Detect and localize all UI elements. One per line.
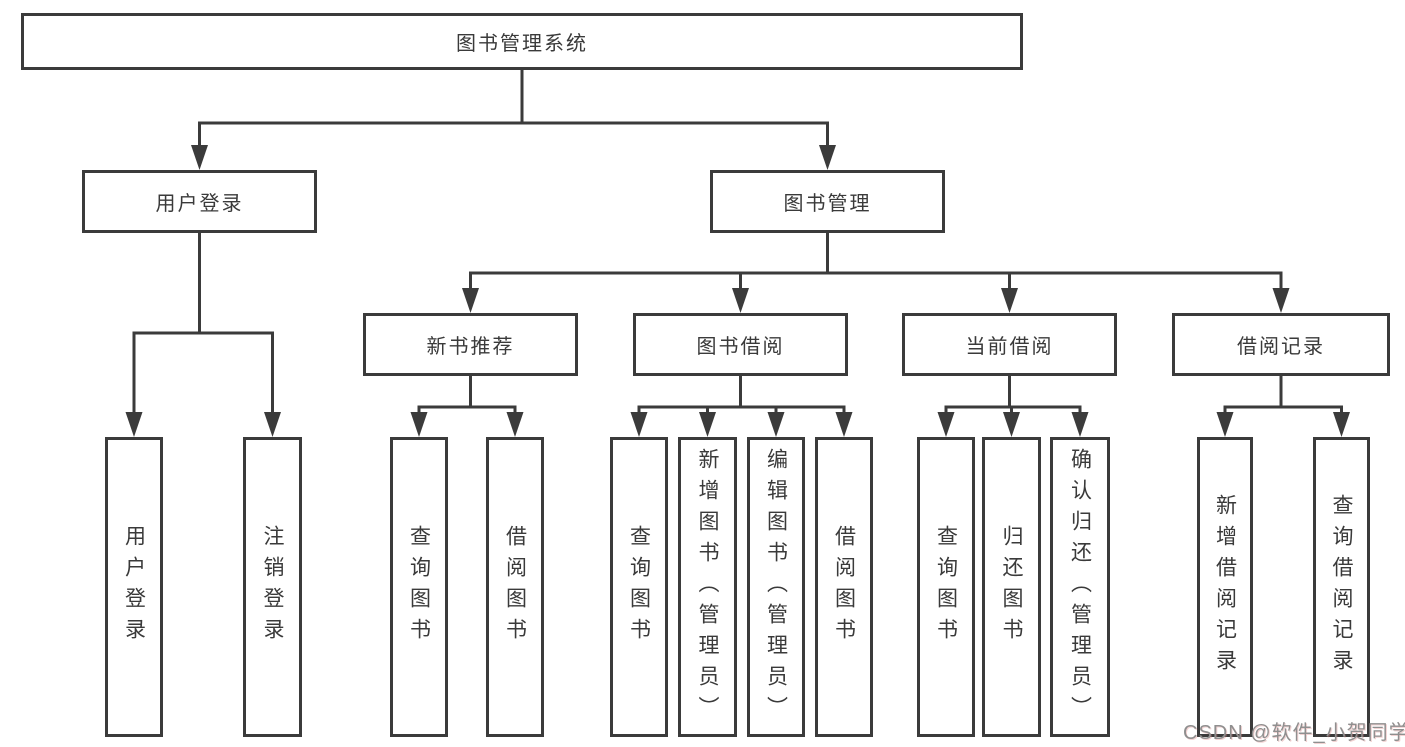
- arrowhead-icon: [767, 412, 785, 437]
- arrowhead-icon: [1272, 288, 1290, 313]
- leaf-add-book-admin: 新增图书（管理员）: [678, 437, 737, 737]
- leaf-add-borrow-record: 新增借阅记录: [1197, 437, 1253, 737]
- leaf-query-book-recommend: 查询图书: [390, 437, 448, 737]
- arrowhead-icon: [506, 412, 524, 437]
- arrowhead-icon: [462, 288, 479, 313]
- leaf-user-login: 用户登录: [105, 437, 163, 737]
- arrowhead-icon: [410, 412, 428, 437]
- node-book-borrow: 图书借阅: [633, 313, 848, 376]
- leaf-query-book-current: 查询图书: [917, 437, 975, 737]
- arrowhead-icon: [732, 288, 749, 313]
- leaf-query-book-borrow: 查询图书: [610, 437, 668, 737]
- leaf-return-book: 归还图书: [982, 437, 1041, 737]
- leaf-confirm-return-admin: 确认归还（管理员）: [1050, 437, 1110, 737]
- csdn-watermark: CSDN @软件_小贺同学: [1183, 722, 1405, 744]
- leaf-borrow-book: 借阅图书: [815, 437, 873, 737]
- leaf-logout: 注销登录: [243, 437, 302, 737]
- arrowhead-icon: [264, 412, 281, 437]
- leaf-query-borrow-record: 查询借阅记录: [1313, 437, 1370, 737]
- arrowhead-icon: [1333, 412, 1350, 437]
- arrowhead-icon: [835, 412, 853, 437]
- arrowhead-icon: [819, 145, 836, 170]
- node-library-management-system: 图书管理系统: [21, 13, 1023, 70]
- arrowhead-icon: [191, 145, 208, 170]
- node-book-management: 图书管理: [710, 170, 945, 233]
- arrowhead-icon: [1001, 288, 1018, 313]
- arrowhead-icon: [1071, 412, 1089, 437]
- node-borrow-records: 借阅记录: [1172, 313, 1390, 376]
- node-user-login: 用户登录: [82, 170, 317, 233]
- node-new-book-recommend: 新书推荐: [363, 313, 578, 376]
- arrowhead-icon: [1216, 412, 1234, 437]
- leaf-edit-book-admin: 编辑图书（管理员）: [747, 437, 805, 737]
- arrowhead-icon: [699, 412, 716, 437]
- arrowhead-icon: [1003, 412, 1020, 437]
- arrowhead-icon: [937, 412, 955, 437]
- node-current-borrow: 当前借阅: [902, 313, 1117, 376]
- leaf-borrow-book-recommend: 借阅图书: [486, 437, 544, 737]
- arrowhead-icon: [125, 412, 143, 437]
- arrowhead-icon: [630, 412, 648, 437]
